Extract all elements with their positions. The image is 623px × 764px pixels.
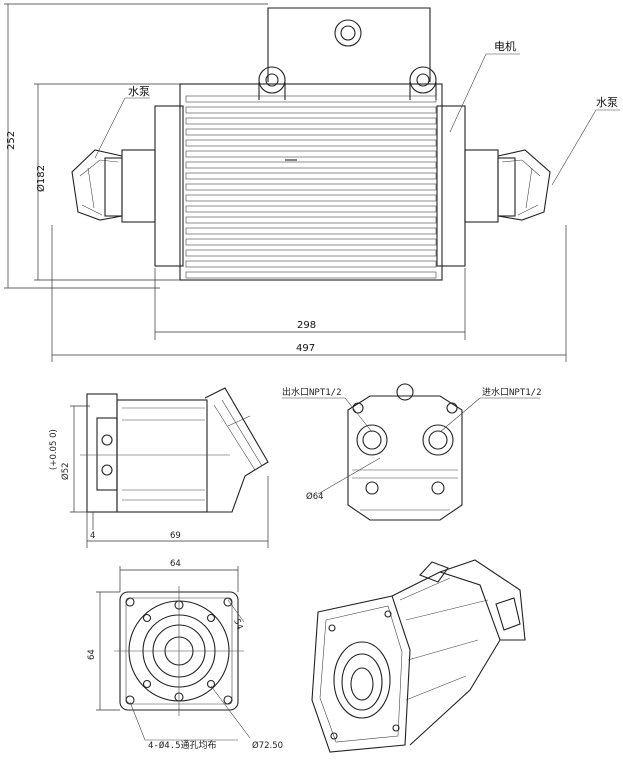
cooling-fin xyxy=(185,227,437,235)
dim-w-64: 64 xyxy=(170,559,181,569)
cooling-fin xyxy=(185,249,437,257)
cooling-fin xyxy=(185,117,437,125)
cooling-fin xyxy=(185,238,437,246)
pump-front-flange xyxy=(96,566,251,741)
dim-dia-64: Ø64 xyxy=(306,491,324,502)
dim-tolerance: (+0.05 0) xyxy=(49,429,59,470)
cooling-fin xyxy=(185,95,437,103)
label-holes: 4-Ø4.5通孔均布 xyxy=(148,739,217,751)
label-motor: 电机 xyxy=(494,39,516,53)
cooling-fin xyxy=(185,205,437,213)
dim-497: 497 xyxy=(296,343,315,354)
pump-side-section xyxy=(70,387,269,548)
label-pump-right: 水泵 xyxy=(596,96,618,109)
pump-isometric-view xyxy=(311,559,526,753)
cooling-fin xyxy=(185,271,437,279)
cooling-fin xyxy=(185,128,437,136)
dim-4: 4 xyxy=(90,531,95,541)
label-outlet: 出水口NPT1/2 xyxy=(282,386,342,398)
dim-h-64: 64 xyxy=(87,649,97,660)
label-inlet: 进水口NPT1/2 xyxy=(482,386,542,398)
cooling-fin xyxy=(185,183,437,191)
motor-assembly-view xyxy=(4,3,620,362)
dim-dia-182: Ø182 xyxy=(35,165,47,192)
dim-69: 69 xyxy=(170,531,181,541)
cooling-fin xyxy=(185,161,437,169)
cooling-fin xyxy=(185,106,437,114)
label-pump-left: 水泵 xyxy=(128,85,150,98)
pump-top-view xyxy=(282,383,540,521)
cooling-fin xyxy=(185,150,437,158)
cooling-fin xyxy=(185,139,437,147)
cooling-fin xyxy=(185,216,437,224)
dim-252: 252 xyxy=(6,131,17,150)
cooling-fin xyxy=(185,194,437,202)
cooling-fin xyxy=(185,260,437,268)
dim-298: 298 xyxy=(297,320,316,331)
cooling-fin xyxy=(185,172,437,180)
dim-54: 54 xyxy=(231,618,244,632)
label-pcd: Ø72.50 xyxy=(252,740,283,751)
dim-dia-52: Ø52 xyxy=(60,462,71,480)
